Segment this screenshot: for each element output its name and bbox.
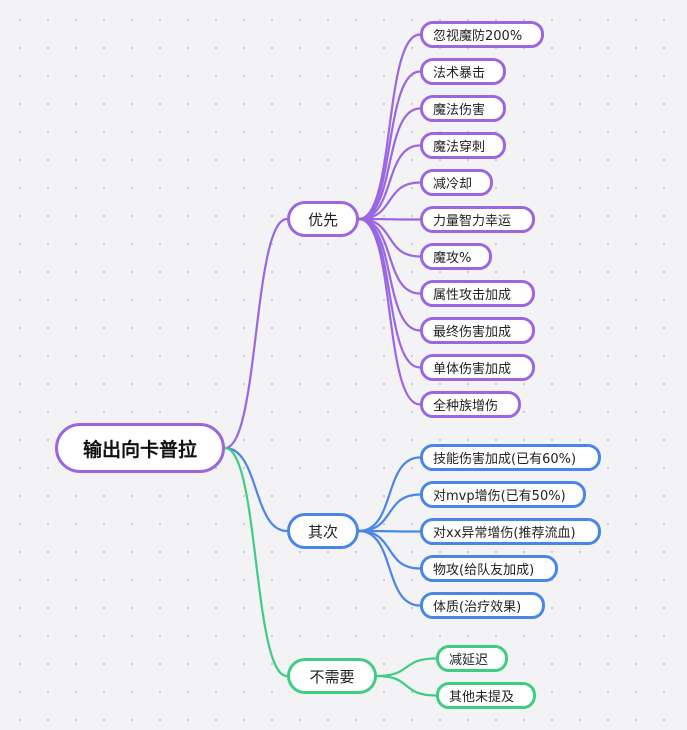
leaf-magic-penetration[interactable]: 魔法穿刺 <box>420 132 506 159</box>
branch-not-needed[interactable]: 不需要 <box>287 658 377 694</box>
leaf-str-int-luk[interactable]: 力量智力幸运 <box>420 206 535 233</box>
branch-priority[interactable]: 优先 <box>287 201 359 237</box>
leaf-all-race-damage[interactable]: 全种族增伤 <box>420 391 521 418</box>
connector-branch-to-leaf <box>357 217 422 406</box>
leaf-magic-damage[interactable]: 魔法伤害 <box>420 95 506 122</box>
leaf-mvp-damage-bonus[interactable]: 对mvp增伤(已有50%) <box>420 481 586 508</box>
connector-root-to-branch <box>223 446 289 533</box>
connector-branch-to-leaf <box>357 107 422 221</box>
root-topic[interactable]: 输出向卡普拉 <box>55 423 225 473</box>
leaf-ignore-magic-defense[interactable]: 忽视魔防200% <box>420 21 544 48</box>
connector-branch-to-leaf <box>357 70 422 221</box>
connector-branch-to-leaf <box>357 456 422 533</box>
connector-branch-to-leaf <box>357 33 422 221</box>
leaf-vitality[interactable]: 体质(治疗效果) <box>420 592 545 619</box>
connector-root-to-branch <box>223 217 289 450</box>
leaf-cooldown-reduction[interactable]: 减冷却 <box>420 169 493 196</box>
leaf-others-not-mentioned[interactable]: 其他未提及 <box>436 682 536 709</box>
connector-branch-to-leaf <box>375 657 438 678</box>
leaf-final-damage-bonus[interactable]: 最终伤害加成 <box>420 317 535 344</box>
connector-branch-to-leaf <box>357 493 422 533</box>
leaf-spell-crit[interactable]: 法术暴击 <box>420 58 506 85</box>
leaf-status-damage-bonus[interactable]: 对xx异常增伤(推荐流血) <box>420 518 601 545</box>
connector-branch-to-leaf <box>357 181 422 221</box>
connector-branch-to-leaf <box>357 144 422 221</box>
leaf-delay-reduction[interactable]: 减延迟 <box>436 645 508 672</box>
connector-branch-to-leaf <box>375 674 438 697</box>
leaf-single-target-bonus[interactable]: 单体伤害加成 <box>420 354 535 381</box>
leaf-physical-attack[interactable]: 物攻(给队友加成) <box>420 555 558 582</box>
connector-branch-to-leaf <box>357 529 422 570</box>
leaf-magic-attack-percent[interactable]: 魔攻% <box>420 243 492 270</box>
leaf-element-attack-bonus[interactable]: 属性攻击加成 <box>420 280 535 307</box>
branch-secondary[interactable]: 其次 <box>287 513 359 549</box>
connector-root-to-branch <box>223 446 289 678</box>
connector-branch-to-leaf <box>357 217 422 369</box>
leaf-skill-damage-bonus[interactable]: 技能伤害加成(已有60%) <box>420 444 601 471</box>
connector-branch-to-leaf <box>357 529 422 607</box>
